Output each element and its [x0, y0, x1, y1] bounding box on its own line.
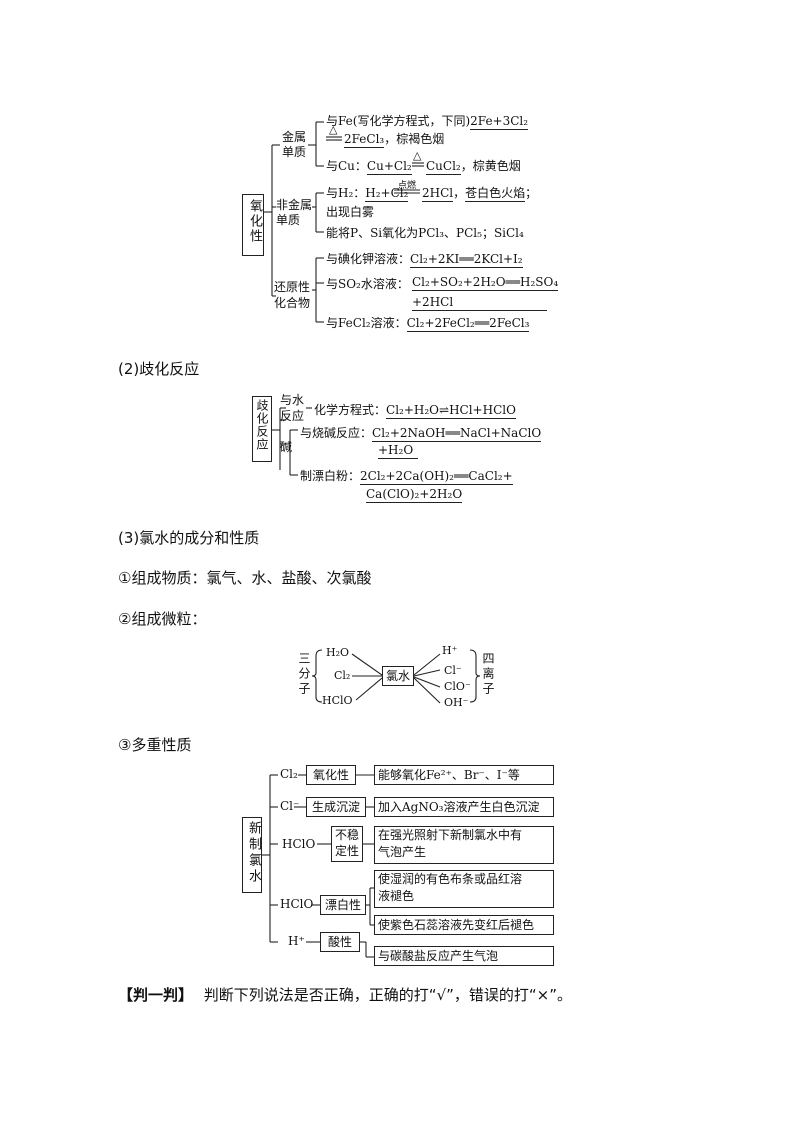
judge-tag: 【判一判】	[118, 986, 194, 1004]
row4-desc-1a: 使湿润的有色布条或品红溶	[378, 872, 523, 886]
row3-property-box: 不稳 定性	[331, 826, 363, 862]
h2-product: 2HCl，苍白色火焰；	[422, 186, 538, 202]
row3-desc-2: 气泡产生	[378, 845, 427, 859]
alkali-label: 碱	[280, 440, 293, 454]
row4-property-box: 漂白性	[320, 895, 366, 915]
fresh-chlorine-water-box: 新制氯水	[242, 817, 262, 893]
row4-property: 漂白性	[324, 898, 361, 912]
molecule-hclo: HClO	[322, 694, 353, 707]
fe-reaction: 与Fe(写化学方程式，下同)2Fe+3Cl₂	[326, 114, 529, 130]
fresh-chlorine-water-label: 新制氯水	[246, 821, 261, 885]
row5-property: 酸性	[327, 935, 352, 949]
water-reaction-label-1: 与水	[280, 393, 305, 407]
row3-desc-box: 在强光照射下新制氯水中有 气泡产生	[374, 826, 554, 864]
disproportionation-root-box: 歧化反应	[252, 396, 272, 462]
four-ions-label: 四离子	[481, 652, 495, 697]
naoh-equation-2: +H₂O	[378, 443, 418, 459]
row5-property-box: 酸性	[320, 932, 360, 952]
row5-desc: 与碳酸盐反应产生气泡	[378, 949, 499, 963]
fe-condition: △	[329, 123, 338, 136]
fe-product: 2FeCl₃，棕褐色烟	[344, 132, 445, 148]
row2-property-box: 生成沉淀	[306, 797, 366, 817]
so2-equation-2: +2HCl	[412, 295, 547, 311]
row1-desc: 能够氧化Fe²⁺、Br⁻、I⁻等	[378, 768, 520, 782]
row3-desc-1: 在强光照射下新制氯水中有	[378, 828, 523, 842]
ion-oh: OH⁻	[444, 696, 469, 709]
ion-h: H⁺	[442, 644, 458, 657]
chlorine-water-center-label: 氯水	[385, 669, 410, 683]
row4-species: HClO	[280, 897, 314, 911]
chlorine-water-heading: (3)氯水的成分和性质	[118, 529, 260, 547]
fecl2-reaction: 与FeCl₂溶液：Cl₂+2FeCl₂══2FeCl₃	[326, 316, 530, 332]
row4-desc-2: 使紫色石蕊溶液先变红后褪色	[378, 918, 535, 932]
oxidation-root-box: 氧化性	[242, 194, 264, 256]
molecule-h2o: H₂O	[326, 646, 350, 659]
cu-condition: △	[413, 149, 422, 162]
bleach-equation-2: Ca(ClO)₂+2H₂O	[366, 487, 463, 503]
row3-property-2: 定性	[334, 844, 359, 858]
cu-reaction: 与Cu：Cu+Cl₂	[326, 159, 412, 175]
row2-desc: 加入AgNO₃溶液产生白色沉淀	[378, 800, 540, 814]
row4-desc-box-2: 使紫色石蕊溶液先变红后褪色	[374, 915, 554, 935]
three-molecules-label: 三分子	[297, 652, 311, 697]
row2-species: Cl⁻	[280, 799, 300, 813]
row1-desc-box: 能够氧化Fe²⁺、Br⁻、I⁻等	[374, 765, 554, 785]
row2-property: 生成沉淀	[311, 800, 360, 814]
row1-property: 氧化性	[312, 768, 349, 782]
row1-property-box: 氧化性	[306, 765, 356, 785]
so2-equation-1: Cl₂+SO₂+2H₂O══H₂SO₄	[412, 275, 559, 291]
oxidation-root-label: 氧化性	[247, 199, 262, 244]
water-reaction: 化学方程式：Cl₂+H₂O⇌HCl+HClO	[314, 403, 516, 419]
metal-label: 金属单质	[282, 130, 307, 159]
disproportionation-root-label: 歧化反应	[255, 399, 269, 451]
chlorine-water-center-box: 氯水	[382, 666, 414, 686]
p-si-oxidation: 能将P、Si氧化为PCl₃、PCl₅；SiCl₄	[326, 226, 524, 240]
disproportionation-heading: (2)歧化反应	[118, 360, 200, 378]
ki-reaction: 与碘化钾溶液：Cl₂+2KI══2KCl+I₂	[326, 252, 523, 268]
row4-desc-1b: 液褪色	[378, 889, 415, 903]
row5-species: H⁺	[288, 934, 305, 948]
bleach-reaction: 制漂白粉：2Cl₂+2Ca(OH)₂══CaCl₂+	[300, 469, 513, 485]
h2-condition: 点燃	[398, 181, 417, 191]
judge-text: 判断下列说法是否正确，正确的打“√”，错误的打“×”。	[203, 986, 573, 1004]
molecule-cl2: Cl₂	[334, 669, 351, 682]
h2-reaction: 与H₂：H₂+Cl₂	[326, 186, 409, 202]
row4-desc-box-1: 使湿润的有色布条或品红溶 液褪色	[374, 870, 554, 908]
particles-line: ②组成微粒：	[118, 610, 207, 628]
h2-white-fog: 出现白雾	[326, 205, 375, 219]
row1-species: Cl₂	[280, 767, 298, 781]
cu-product: CuCl₂，棕黄色烟	[426, 159, 521, 175]
ion-clo: ClO⁻	[444, 680, 471, 693]
reducing-compound-label: 还原性化合物	[274, 280, 311, 310]
ion-cl: Cl⁻	[444, 664, 462, 677]
row5-desc-box: 与碳酸盐反应产生气泡	[374, 946, 554, 966]
so2-label: 与SO₂水溶液：	[326, 277, 409, 291]
composition-line: ①组成物质：氯气、水、盐酸、次氯酸	[118, 569, 372, 587]
row3-property-1: 不稳	[334, 828, 359, 842]
row3-species: HClO	[282, 837, 316, 851]
naoh-reaction: 与烧碱反应：Cl₂+2NaOH══NaCl+NaClO	[300, 426, 542, 442]
water-reaction-label-2: 反应	[280, 409, 305, 423]
judge-line: 【判一判】 判断下列说法是否正确，正确的打“√”，错误的打“×”。	[118, 984, 572, 1005]
nonmetal-label: 非金属单质	[276, 198, 313, 227]
properties-heading: ③多重性质	[118, 736, 192, 754]
row2-desc-box: 加入AgNO₃溶液产生白色沉淀	[374, 797, 554, 817]
